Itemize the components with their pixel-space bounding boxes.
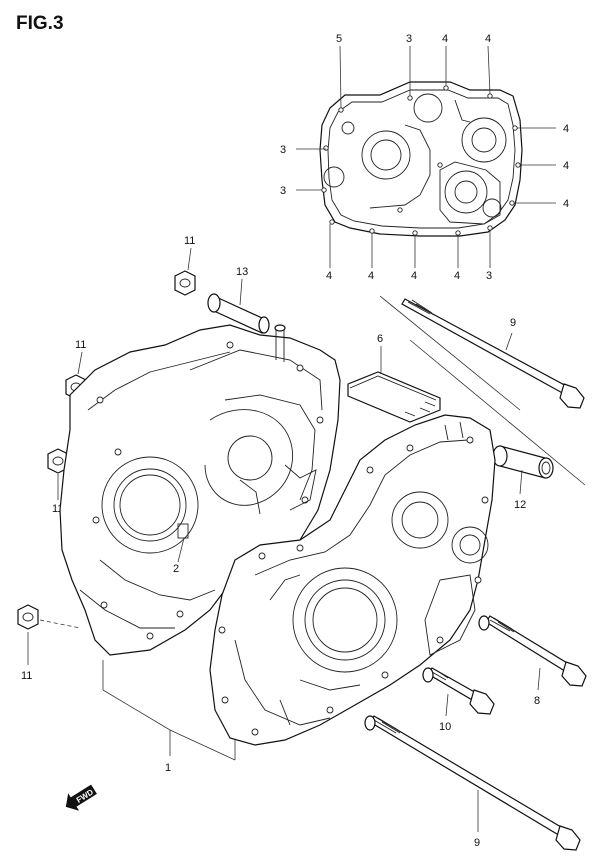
collar-13 [207, 293, 270, 334]
callout-12: 12 [514, 499, 526, 511]
callout-10: 10 [439, 721, 451, 733]
callout-6: 6 [377, 333, 383, 345]
fwd-direction-badge: FWD [65, 784, 97, 811]
callout-9-top: 9 [510, 317, 516, 329]
bolt-9-top [401, 298, 585, 409]
figure-title: FIG.3 [16, 13, 64, 34]
callout-11-left-a: 11 [75, 339, 86, 351]
callout-11-left-b: 11 [52, 503, 63, 515]
bolt-9-bottom [364, 715, 581, 851]
callout-13: 13 [236, 266, 248, 278]
callout-3-left-a: 3 [280, 144, 286, 156]
callout-9-bottom: 9 [474, 837, 480, 849]
callout-3-top: 3 [406, 33, 412, 45]
callout-4-right-a: 4 [563, 123, 569, 135]
crankcase-right-half [209, 414, 496, 746]
bolt-10 [422, 667, 495, 715]
callout-4-top-a: 4 [442, 33, 448, 45]
gasket-6 [347, 371, 441, 423]
callout-3-left-b: 3 [280, 185, 286, 197]
callout-11-bottom: 11 [21, 670, 32, 682]
gasket-leaders [296, 45, 556, 268]
callout-1: 1 [165, 762, 171, 774]
callout-4-bottom-c: 4 [411, 270, 417, 282]
nut-11-top [174, 270, 196, 296]
callout-4-bottom-a: 4 [326, 270, 332, 282]
callout-2: 2 [173, 563, 179, 575]
callout-4-right-c: 4 [563, 198, 569, 210]
callout-1-bracket [102, 660, 236, 761]
callout-4-right-b: 4 [563, 160, 569, 172]
callout-5: 5 [336, 33, 342, 45]
callout-4-top-b: 4 [485, 33, 491, 45]
callout-4-bottom-d: 4 [454, 270, 460, 282]
crankcase-gasket [319, 81, 523, 237]
bolt-8 [478, 615, 587, 687]
callout-3-bottom: 3 [486, 270, 492, 282]
callout-11-top: 11 [184, 235, 195, 247]
callout-4-bottom-b: 4 [368, 270, 374, 282]
callout-8: 8 [534, 695, 540, 707]
nut-11-bottom [17, 604, 39, 630]
